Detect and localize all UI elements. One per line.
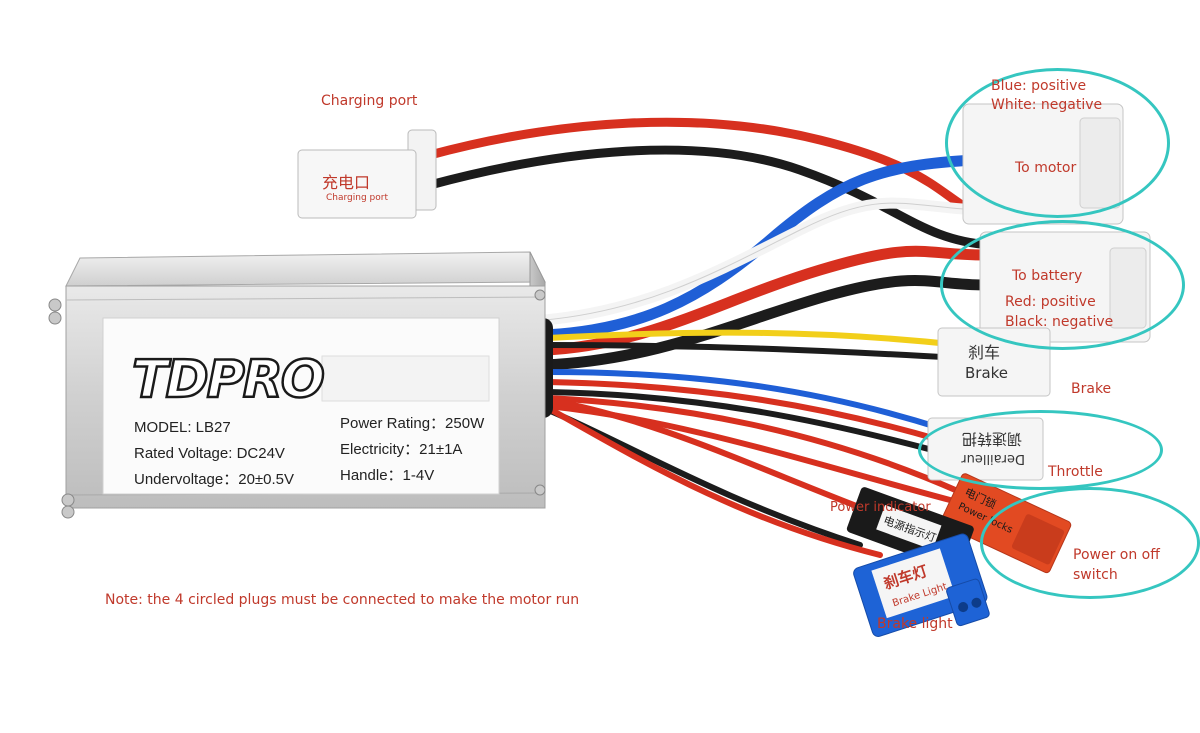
spec-electricity: Electricity：21±1A [340, 441, 462, 458]
blank-label-box [321, 355, 490, 402]
annotation-motor-white: White: negative [991, 97, 1103, 113]
annotation-power-indicator: Power indicator [830, 500, 931, 515]
annotation-power-switch-line2: switch [1073, 567, 1118, 583]
charging-port-plug: 充电口 Charging port [297, 129, 437, 219]
annotation-motor-blue: Blue: positive [991, 78, 1087, 94]
throttle-wire-black [545, 389, 943, 455]
brake-wire-yellow [545, 329, 963, 348]
light-wire-black [545, 407, 863, 548]
motor-plug-circle [945, 68, 1170, 218]
throttle-wire-blue [545, 369, 943, 431]
wire-bundle [425, 117, 995, 558]
battery-wire-black [539, 275, 991, 371]
spec-model: MODEL: LB27 [134, 419, 231, 436]
spec-power-rating: Power Rating：250W [340, 415, 485, 432]
brand-logo: TDPRO [132, 350, 324, 410]
annotation-battery-red: Red: positive [1005, 294, 1096, 310]
controller-housing [48, 251, 546, 519]
svg-text:Brake: Brake [965, 364, 1008, 382]
annotation-to-battery: To battery [1012, 268, 1083, 284]
charging-wire-black [425, 145, 995, 250]
svg-text:充电口: 充电口 [322, 173, 370, 192]
annotation-charging-port: Charging port [321, 93, 418, 109]
annotation-brake: Brake [1071, 381, 1112, 397]
brake-light-plug: 刹车灯 Brake Light [853, 533, 990, 637]
annotation-power-switch-line1: Power on off [1073, 547, 1160, 563]
annotation-brake-light: Brake light [877, 616, 953, 632]
annotation-throttle: Throttle [1048, 464, 1103, 480]
spec-label [102, 317, 500, 495]
spec-undervoltage: Undervoltage：20±0.5V [134, 471, 294, 488]
spec-rated-voltage: Rated Voltage: DC24V [134, 445, 285, 462]
lock-wire-red-2 [545, 403, 953, 503]
annotation-to-motor: To motor [1015, 160, 1077, 176]
battery-wire-red [539, 245, 991, 356]
svg-text:Charging port: Charging port [326, 193, 388, 203]
lock-wire-red-1 [545, 395, 963, 495]
brake-wire-black [545, 342, 963, 361]
light-wire-red-2 [545, 405, 883, 558]
light-wire-red [545, 397, 883, 518]
annotation-battery-black: Black: negative [1005, 314, 1114, 330]
svg-text:刹车: 刹车 [968, 343, 1000, 362]
battery-plug-circle [940, 220, 1185, 350]
throttle-plug-circle [918, 410, 1163, 490]
throttle-wire-red [545, 379, 943, 443]
charging-wire-red [425, 117, 995, 225]
spec-handle: Handle：1-4V [340, 467, 434, 484]
power-switch-circle [980, 487, 1200, 599]
motor-wire-white-edge [544, 202, 976, 321]
annotation-note: Note: the 4 circled plugs must be connec… [105, 592, 580, 608]
